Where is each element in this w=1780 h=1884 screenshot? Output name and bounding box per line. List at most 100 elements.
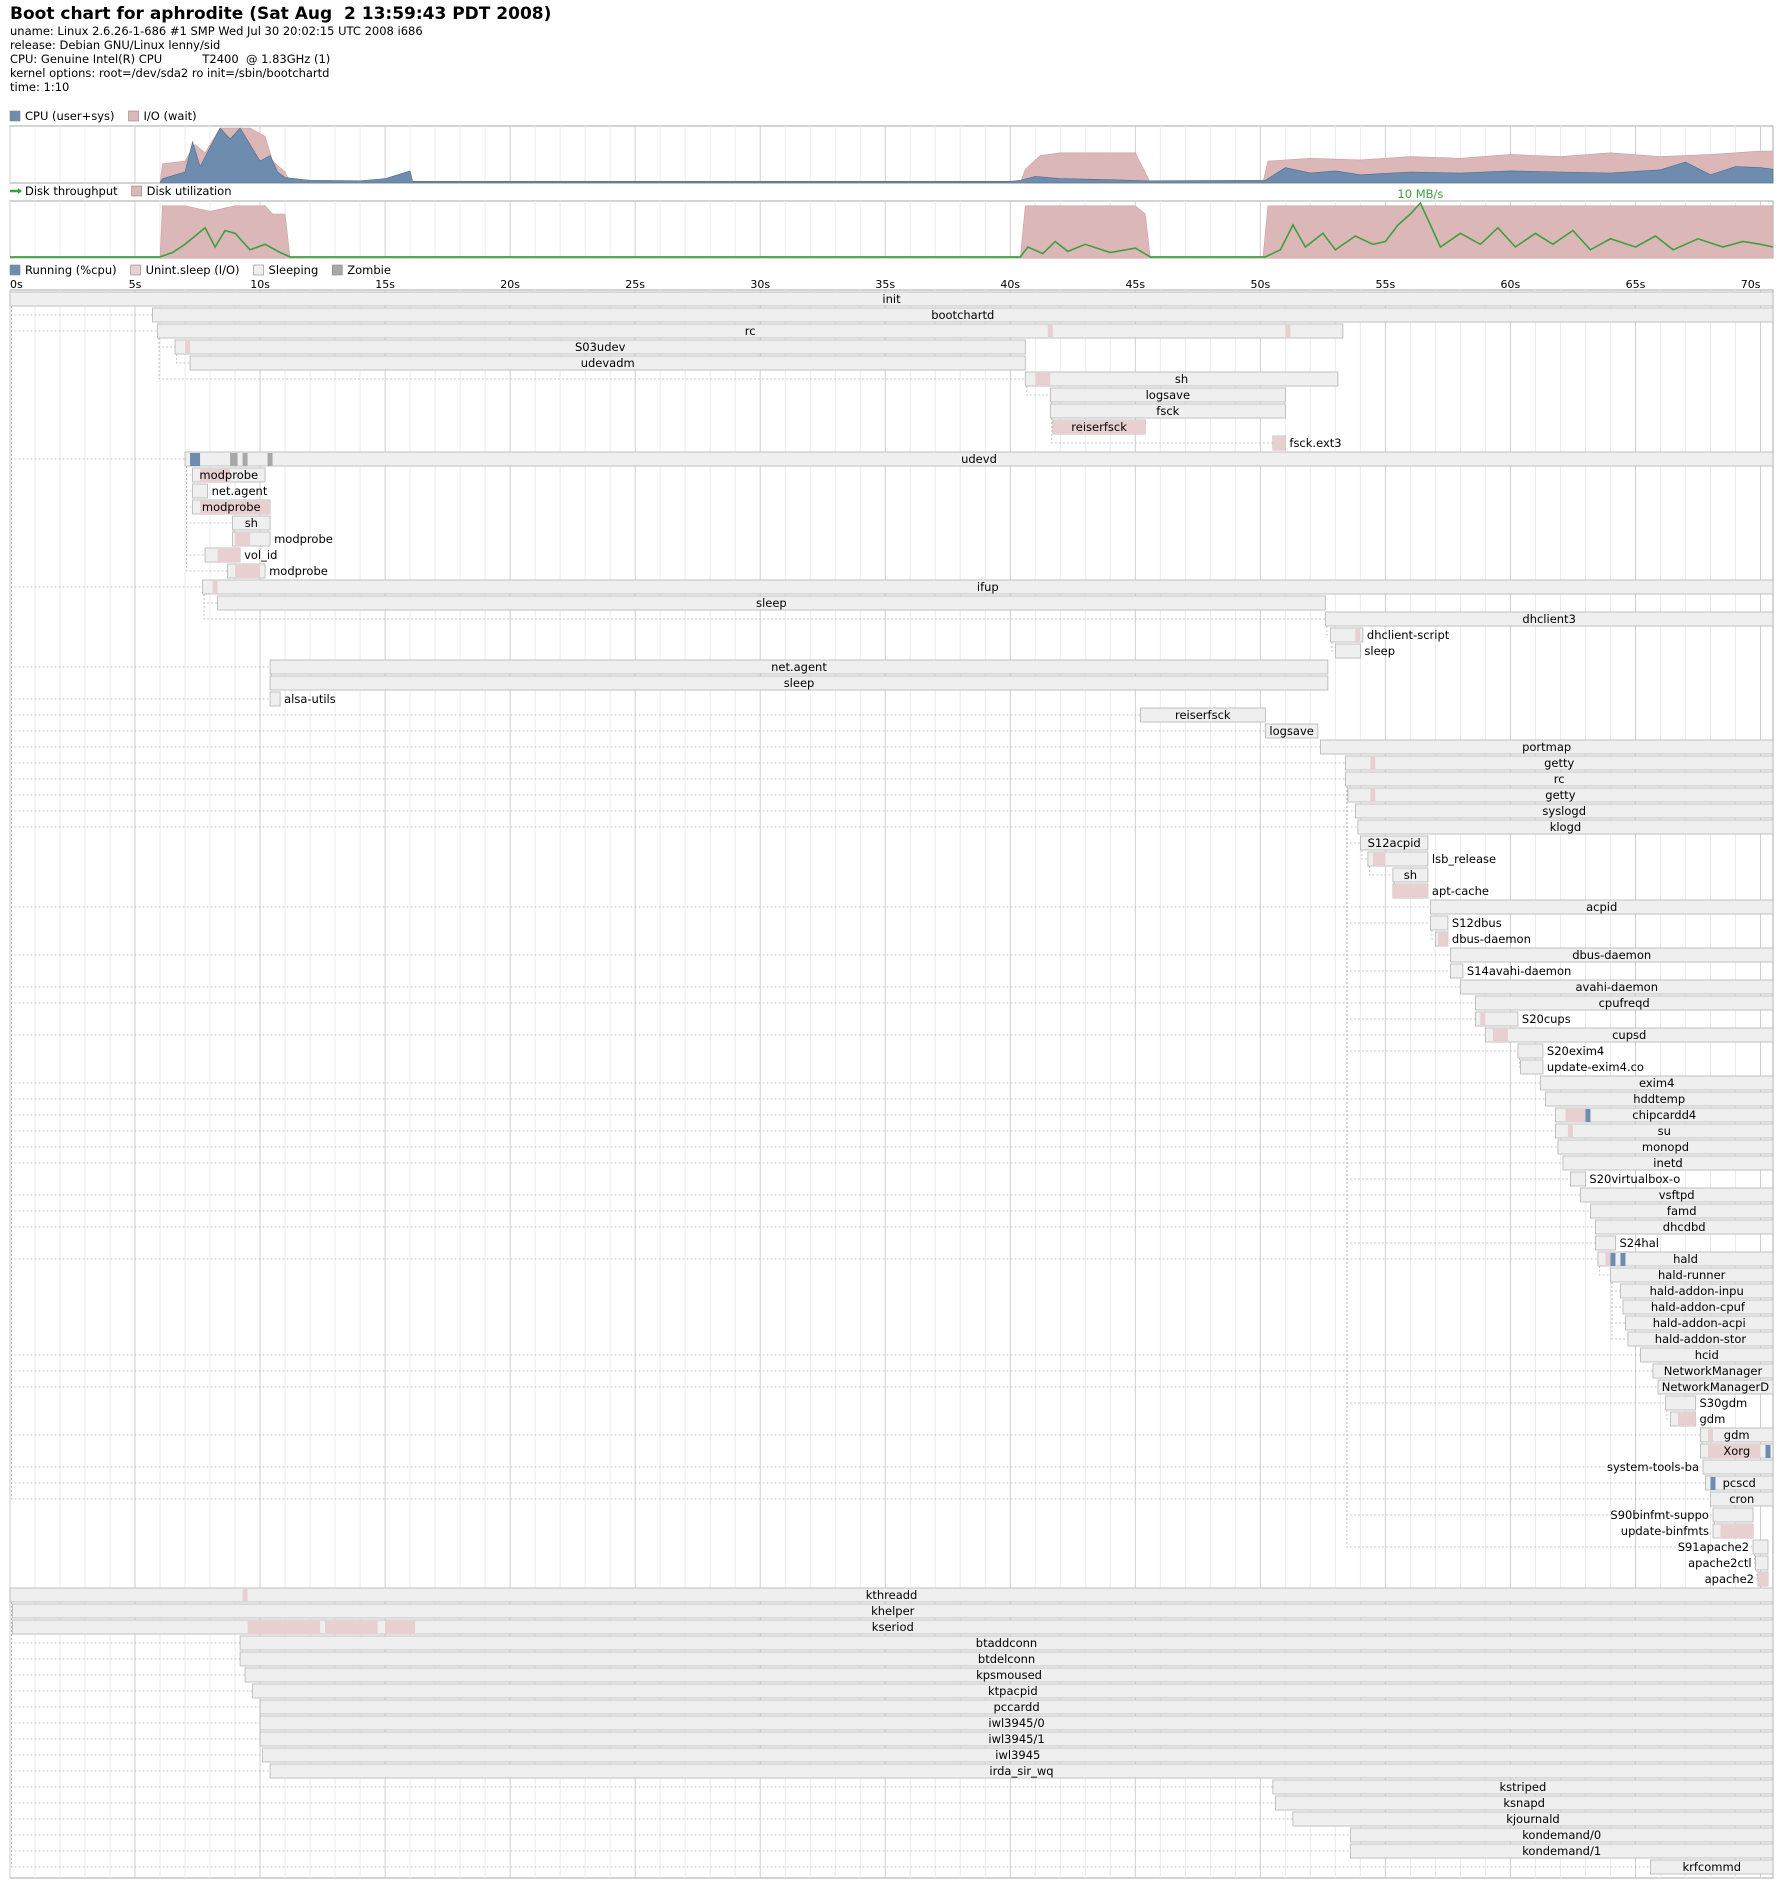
process-io-segment <box>200 501 271 514</box>
process-box <box>1344 755 1774 771</box>
process-label: reiserfsck <box>1071 420 1127 434</box>
process-label: gdm <box>1700 1412 1726 1426</box>
process-label: exim4 <box>1639 1076 1674 1090</box>
process-label: apt-cache <box>1432 884 1489 898</box>
process-box <box>1319 739 1774 755</box>
process-row: apache2 <box>1705 1571 1769 1587</box>
process-label: hald-addon-stor <box>1655 1332 1747 1346</box>
disk-series-io <box>159 205 1774 259</box>
process-io-segment <box>1047 325 1053 338</box>
process-label: udevadm <box>581 356 635 370</box>
release-line: release: Debian GNU/Linux lenny/sid <box>10 38 221 52</box>
axis-tick-label: 25s <box>625 278 645 291</box>
process-running-segment <box>1710 1477 1716 1490</box>
process-row: klogd <box>1357 819 1774 835</box>
process-row: irda_sir_wq <box>269 1763 1774 1779</box>
axis-tick-label: 40s <box>1000 278 1020 291</box>
process-connector <box>11 1602 1651 1868</box>
process-box <box>1475 995 1774 1011</box>
process-label: hald-addon-cpuf <box>1651 1300 1746 1314</box>
process-box <box>259 1731 1774 1747</box>
process-label: modprobe <box>202 500 261 514</box>
process-box <box>1752 1539 1769 1555</box>
process-label: modprobe <box>269 564 328 578</box>
process-connector <box>176 354 191 364</box>
process-label: gdm <box>1724 1428 1750 1442</box>
process-box <box>1475 1011 1519 1027</box>
disk-series-throughput <box>10 201 1774 258</box>
process-io-segment <box>1392 885 1428 898</box>
process-box <box>1324 611 1774 627</box>
process-label: dhclient3 <box>1522 612 1576 626</box>
process-row: krfcommd <box>1650 1859 1774 1875</box>
process-label: logsave <box>1269 724 1313 738</box>
process-row: S20exim4 <box>1517 1043 1604 1059</box>
process-label: klogd <box>1550 820 1582 834</box>
process-label: cpufreqd <box>1599 996 1650 1010</box>
process-row: dbus-daemon <box>1450 947 1774 963</box>
process-running-segment <box>1620 1253 1626 1266</box>
process-label: ifup <box>977 580 999 594</box>
process-row: Xorg <box>1700 1443 1774 1459</box>
process-row: dhclient-script <box>1329 627 1450 643</box>
axis-tick-label: 60s <box>1501 278 1521 291</box>
process-box <box>1627 1331 1774 1347</box>
process-io-segment <box>1372 853 1386 866</box>
process-running-segment <box>1585 1109 1591 1122</box>
axis-tick-label: 35s <box>875 278 895 291</box>
axis-tick-label: 0s <box>10 278 23 291</box>
process-connector <box>1666 1410 1671 1420</box>
process-row: update-binfmts <box>1621 1523 1754 1539</box>
process-box <box>239 1651 1774 1667</box>
disk-legend-swatch <box>131 185 142 197</box>
process-box <box>1460 979 1774 995</box>
process-row: acpid <box>1430 899 1774 915</box>
process-label: sleep <box>784 676 815 690</box>
process-box <box>1555 1123 1774 1139</box>
process-label: S90binfmt-suppo <box>1610 1508 1709 1522</box>
process-row: rc <box>1344 771 1774 787</box>
process-row: S91apache2 <box>1678 1539 1769 1555</box>
process-io-segment <box>200 469 231 482</box>
process-box <box>1359 835 1429 851</box>
process-box <box>269 675 1329 691</box>
process-box <box>1349 1843 1774 1859</box>
process-box <box>1622 1299 1774 1315</box>
process-row: reiserfsck <box>1052 419 1146 435</box>
process-label: iwl3945/0 <box>988 1716 1044 1730</box>
disk-max-throughput-label: 10 MB/s <box>1397 187 1443 201</box>
process-io-segment <box>1480 1013 1486 1026</box>
process-row: apache2ctl <box>1688 1555 1769 1571</box>
process-box <box>152 307 1774 323</box>
process-label: update-exim4.co <box>1547 1060 1644 1074</box>
axis-tick-label: 30s <box>750 278 770 291</box>
process-label: udevd <box>961 452 997 466</box>
disk-chart <box>9 200 1774 259</box>
process-row: fsck <box>1049 403 1286 419</box>
disk-legend-arrow <box>18 188 22 194</box>
process-label: hald-addon-acpi <box>1653 1316 1746 1330</box>
process-connector <box>1346 786 1753 1548</box>
cpu-legend-swatch <box>9 110 21 122</box>
process-box <box>1139 707 1266 723</box>
process-io-segment <box>235 533 251 546</box>
process-io-segment <box>247 1621 321 1634</box>
process-label: btaddconn <box>976 1636 1037 1650</box>
process-box <box>1272 1779 1774 1795</box>
process-box <box>1292 1811 1774 1827</box>
process-row: NetworkManagerD <box>1657 1379 1774 1395</box>
process-label: init <box>882 292 901 306</box>
process-label: rc <box>1554 772 1565 786</box>
process-row: monopd <box>1557 1139 1774 1155</box>
process-box <box>1049 387 1286 403</box>
process-box <box>1755 1555 1769 1571</box>
process-box <box>1665 1395 1696 1411</box>
process-box <box>12 1603 1774 1619</box>
process-label: S20virtualbox-o <box>1589 1172 1680 1186</box>
process-box <box>269 1763 1774 1779</box>
process-io-segment <box>1437 933 1448 946</box>
process-label: chipcardd4 <box>1632 1108 1696 1122</box>
process-box <box>1610 1267 1774 1283</box>
process-row: modprobe <box>192 467 266 483</box>
process-row: NetworkManager <box>1652 1363 1774 1379</box>
